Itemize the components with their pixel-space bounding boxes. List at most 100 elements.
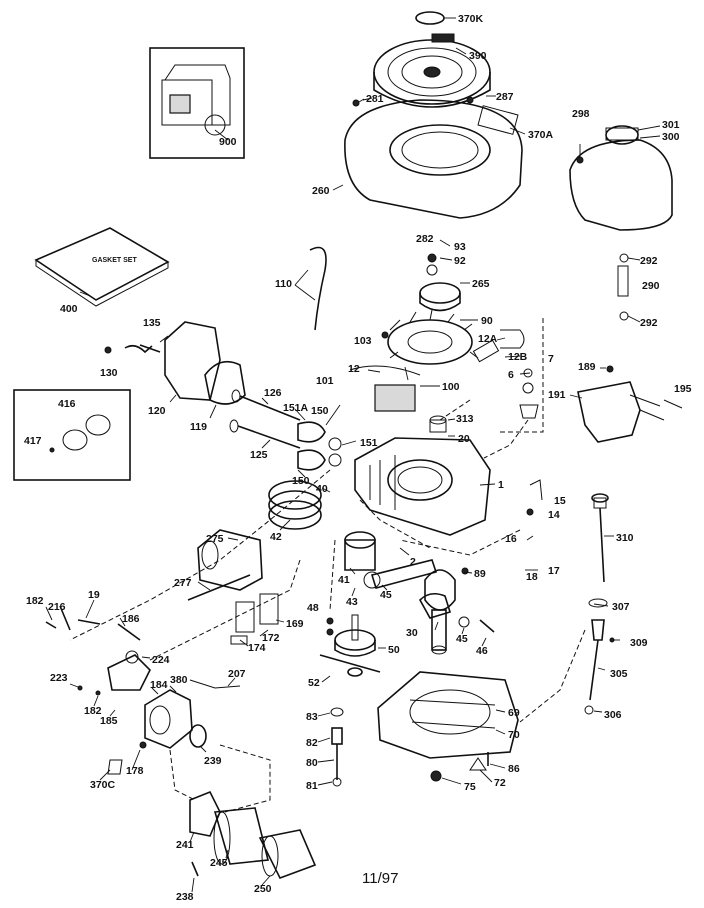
part-label-119: 119	[190, 421, 207, 433]
part-label-12B: 12B	[508, 351, 528, 363]
blower-housing-drawing	[332, 96, 523, 219]
part-label-238: 238	[176, 891, 194, 903]
part-label-1: 1	[498, 479, 504, 491]
part-label-182-top: 182	[26, 595, 44, 607]
part-label-313: 313	[456, 413, 474, 425]
part-label-130: 130	[100, 367, 118, 379]
part-label-282: 282	[416, 233, 434, 245]
part-label-42: 42	[270, 531, 282, 543]
part-label-300: 300	[662, 131, 680, 143]
part-label-178: 178	[126, 765, 144, 777]
part-label-52: 52	[308, 677, 320, 689]
part-label-370C: 370C	[90, 779, 116, 791]
part-label-250: 250	[254, 883, 272, 895]
part-label-125: 125	[250, 449, 268, 461]
part-label-45-lower: 45	[456, 633, 468, 645]
part-label-150-upper: 150	[311, 405, 329, 417]
part-label-189: 189	[578, 361, 596, 373]
part-label-18: 18	[526, 571, 538, 583]
part-label-223: 223	[50, 672, 68, 684]
part-label-20: 20	[458, 433, 470, 445]
part-label-900: 900	[219, 136, 237, 148]
part-label-186: 186	[122, 613, 140, 625]
part-label-100: 100	[442, 381, 460, 393]
part-label-416: 416	[58, 398, 76, 410]
part-label-2: 2	[410, 556, 416, 568]
part-label-191: 191	[548, 389, 566, 401]
part-label-110: 110	[275, 278, 292, 290]
gasket-set-drawing: GASKET SET	[34, 227, 170, 307]
part-label-93: 93	[454, 241, 466, 253]
part-label-7: 7	[548, 353, 554, 365]
part-label-245: 245	[210, 857, 228, 869]
part-label-12A: 12A	[478, 333, 498, 345]
part-label-169: 169	[286, 618, 304, 630]
part-label-301: 301	[662, 119, 680, 131]
part-label-417: 417	[24, 435, 42, 447]
part-label-82: 82	[306, 737, 318, 749]
part-label-239: 239	[204, 755, 222, 767]
part-label-16: 16	[505, 533, 517, 545]
part-label-69: 69	[508, 707, 520, 719]
assembly-guide-lines	[69, 318, 586, 813]
part-label-48: 48	[307, 602, 319, 614]
throttle-bracket-drawing	[577, 365, 683, 443]
part-label-370A: 370A	[528, 129, 554, 141]
part-label-72: 72	[494, 777, 506, 789]
part-label-151A: 151A	[283, 402, 309, 414]
part-label-207: 207	[228, 668, 246, 680]
part-label-287: 287	[496, 91, 514, 103]
part-label-86: 86	[508, 763, 520, 775]
part-label-83: 83	[306, 711, 318, 723]
air-cleaner-drawing	[187, 529, 263, 601]
part-label-309: 309	[630, 637, 648, 649]
part-label-224: 224	[152, 654, 170, 666]
part-label-310: 310	[616, 532, 634, 544]
cam-gear-drawing	[319, 614, 381, 677]
part-label-43: 43	[346, 596, 358, 608]
fuel-tank-drawing	[569, 125, 673, 231]
part-label-172: 172	[262, 632, 280, 644]
governor-parts-drawing	[330, 707, 344, 787]
part-label-46: 46	[476, 645, 488, 657]
part-label-182-lower: 182	[84, 705, 102, 717]
part-label-292-top: 292	[640, 255, 658, 267]
part-label-174: 174	[248, 642, 266, 654]
part-label-30: 30	[406, 627, 418, 639]
part-label-81: 81	[306, 780, 318, 792]
part-label-151: 151	[360, 437, 378, 449]
part-label-45-upper: 45	[380, 589, 392, 601]
engine-inset	[149, 47, 245, 159]
part-label-120: 120	[148, 405, 166, 417]
part-label-92: 92	[454, 255, 466, 267]
part-label-17: 17	[548, 565, 560, 577]
part-label-40: 40	[316, 483, 328, 495]
carburetor-drawing	[45, 605, 241, 775]
part-label-292-bottom: 292	[640, 317, 658, 329]
part-label-306: 306	[604, 709, 622, 721]
part-label-90: 90	[481, 315, 493, 327]
part-label-135: 135	[143, 317, 161, 329]
part-label-265: 265	[472, 278, 490, 290]
part-label-80: 80	[306, 757, 318, 769]
flywheel-area	[309, 246, 539, 419]
part-label-185: 185	[100, 715, 118, 727]
part-label-103: 103	[354, 335, 372, 347]
part-label-216: 216	[48, 601, 66, 613]
rewind-starter-drawing	[373, 33, 491, 108]
part-label-260: 260	[312, 185, 330, 197]
part-label-275: 275	[206, 533, 224, 545]
cylinder-block-drawing	[354, 415, 543, 536]
muffler-drawing	[189, 790, 317, 879]
part-label-12: 12	[348, 363, 360, 375]
part-labels: 370K 390 281 287 370A 260 900 298 301 30…	[24, 13, 692, 903]
part-label-101: 101	[316, 375, 334, 387]
part-label-195: 195	[674, 383, 692, 395]
part-label-281: 281	[366, 93, 384, 105]
part-label-126: 126	[264, 387, 282, 399]
part-label-277: 277	[174, 577, 192, 589]
part-label-150-lower: 150	[292, 475, 310, 487]
breather-drawing	[230, 593, 279, 645]
sump-drawing	[377, 671, 519, 782]
